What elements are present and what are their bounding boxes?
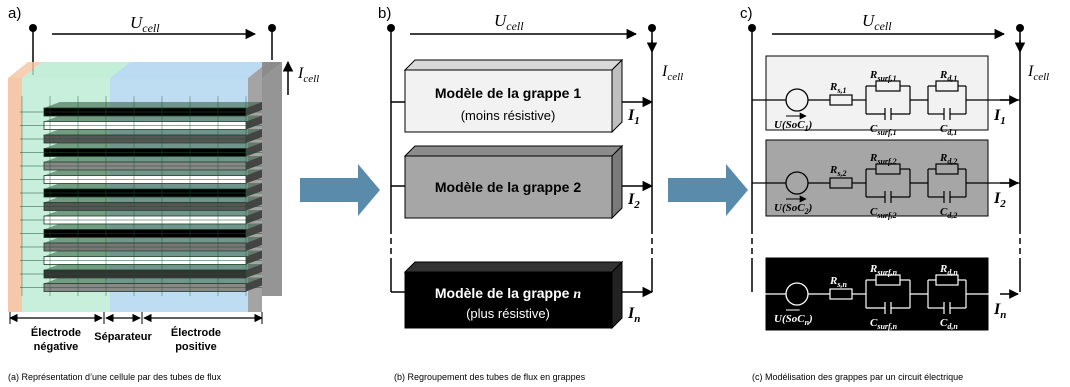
flux-tube <box>20 250 262 265</box>
label-rd: Rd,n <box>939 263 958 277</box>
caption-c: (c) Modélisation des grappes par un circ… <box>752 372 963 382</box>
label-u-soc: U(SoC1) <box>774 119 812 133</box>
flux-tube <box>20 183 262 198</box>
current-label-c: Icell <box>1027 63 1049 83</box>
label-cd: Cd,2 <box>940 206 957 220</box>
label-i: In <box>993 301 1006 321</box>
cluster-model-2: Modèle de la grappe 2 <box>403 144 624 220</box>
panel-b: b) Ucell Icell Modèle de la grappe 1 (mo… <box>378 5 683 382</box>
label-i: I2 <box>993 190 1006 210</box>
label-csurf: Csurf,n <box>870 317 898 331</box>
flux-tube <box>20 277 262 292</box>
caption-b: (b) Regroupement des tubes de flux en gr… <box>394 372 586 382</box>
flux-tube <box>20 196 262 211</box>
flux-tube <box>20 142 262 157</box>
pos-electrode-label-1: Électrode <box>171 326 221 339</box>
panel-c-tag: c) <box>740 5 753 22</box>
flux-tube <box>20 237 262 252</box>
label-rsurf: Rsurf,1 <box>869 69 897 83</box>
i1-label: I1 <box>627 107 640 127</box>
label-csurf: Csurf,1 <box>870 123 897 137</box>
label-cd: Cd,n <box>940 317 958 331</box>
flux-tube <box>20 129 262 144</box>
in-label: In <box>627 305 640 325</box>
label-u-soc: U(SoC2) <box>774 202 812 216</box>
label-cd: Cd,1 <box>940 123 957 137</box>
flux-tube <box>20 169 262 184</box>
flux-tube <box>20 156 262 171</box>
flow-arrow-1 <box>300 164 380 216</box>
box3-sub: (plus résistive) <box>466 306 550 321</box>
neg-electrode-label-2: négative <box>34 341 79 353</box>
voltage-label-c: Ucell <box>862 11 892 33</box>
flux-tube <box>20 115 262 130</box>
box3-title: Modèle de la grappe n <box>435 285 581 302</box>
pos-electrode-label-2: positive <box>175 341 217 353</box>
label-rs: Rs,n <box>829 275 847 289</box>
box2-title: Modèle de la grappe 2 <box>435 179 581 195</box>
box1-title: Modèle de la grappe 1 <box>435 85 581 101</box>
panel-a-tag: a) <box>8 5 21 22</box>
label-rd: Rd,2 <box>939 152 957 166</box>
separator-label: Séparateur <box>94 331 152 343</box>
i2-label: I2 <box>627 191 640 211</box>
label-u-soc: U(SoCn) <box>774 313 813 327</box>
label-rs: Rs,1 <box>829 81 846 95</box>
label-i: I1 <box>993 107 1006 127</box>
current-label: Icell <box>297 65 319 85</box>
voltage-label-b: Ucell <box>494 11 524 33</box>
label-rsurf: Rsurf,2 <box>869 152 897 166</box>
label-csurf: Csurf,2 <box>870 206 897 220</box>
cluster-model-n: Modèle de la grappe n (plus résistive) <box>403 260 624 330</box>
cluster-model-1: Modèle de la grappe 1 (moins résistive) <box>403 58 624 134</box>
panel-a: a) Ucell Icell Électrode négative Sépara… <box>8 5 319 382</box>
flux-tube <box>20 102 262 117</box>
flux-tube <box>20 223 262 238</box>
label-rd: Rd,1 <box>939 69 957 83</box>
box1-sub: (moins résistive) <box>461 108 556 123</box>
panel-b-tag: b) <box>378 5 391 22</box>
flux-tube <box>20 210 262 225</box>
flow-arrow-2 <box>668 164 748 216</box>
label-rsurf: Rsurf,n <box>869 263 898 277</box>
voltage-label: Ucell <box>130 13 160 35</box>
current-label-b: Icell <box>661 63 683 83</box>
caption-a: (a) Représentation d’une cellule par des… <box>8 372 222 382</box>
neg-electrode-label-1: Électrode <box>31 326 81 339</box>
label-rs: Rs,2 <box>829 164 846 178</box>
flux-tubes <box>20 96 262 296</box>
flux-tube <box>20 264 262 279</box>
